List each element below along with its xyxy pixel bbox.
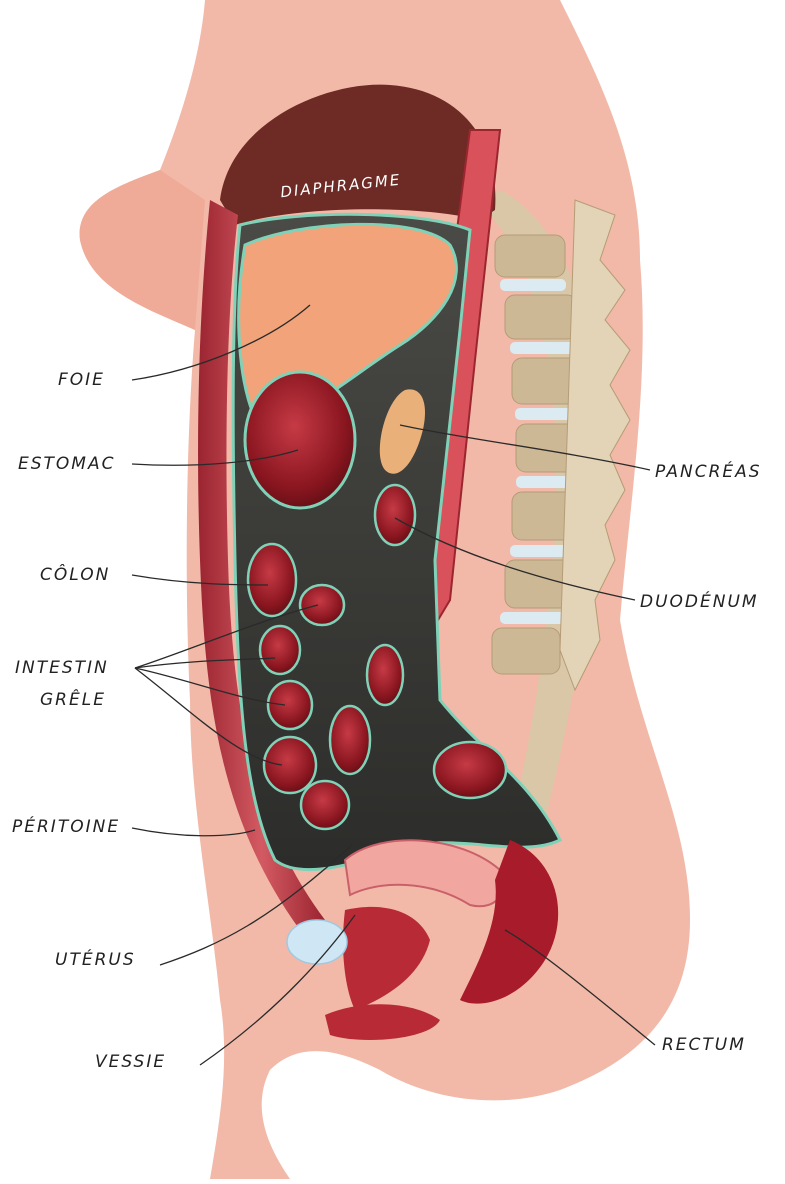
label-colon: CÔLON xyxy=(40,565,110,585)
label-peritoneum: PÉRITOINE xyxy=(12,817,120,837)
label-rectum: RECTUM xyxy=(662,1035,746,1055)
stomach xyxy=(245,372,355,508)
label-duodenum: DUODÉNUM xyxy=(640,592,759,612)
label-bladder: VESSIE xyxy=(95,1052,166,1072)
label-stomach: ESTOMAC xyxy=(18,454,115,474)
breast-shadow xyxy=(80,170,205,330)
label-uterus: UTÉRUS xyxy=(55,950,136,970)
label-small-intestine-line1: INTESTIN xyxy=(15,658,109,678)
label-small-intestine-line2: GRÊLE xyxy=(40,690,106,710)
duodenum xyxy=(375,485,415,545)
label-pancreas: PANCRÉAS xyxy=(655,462,762,482)
colon xyxy=(248,544,296,616)
label-liver: FOIE xyxy=(58,370,105,390)
bladder xyxy=(287,920,347,964)
